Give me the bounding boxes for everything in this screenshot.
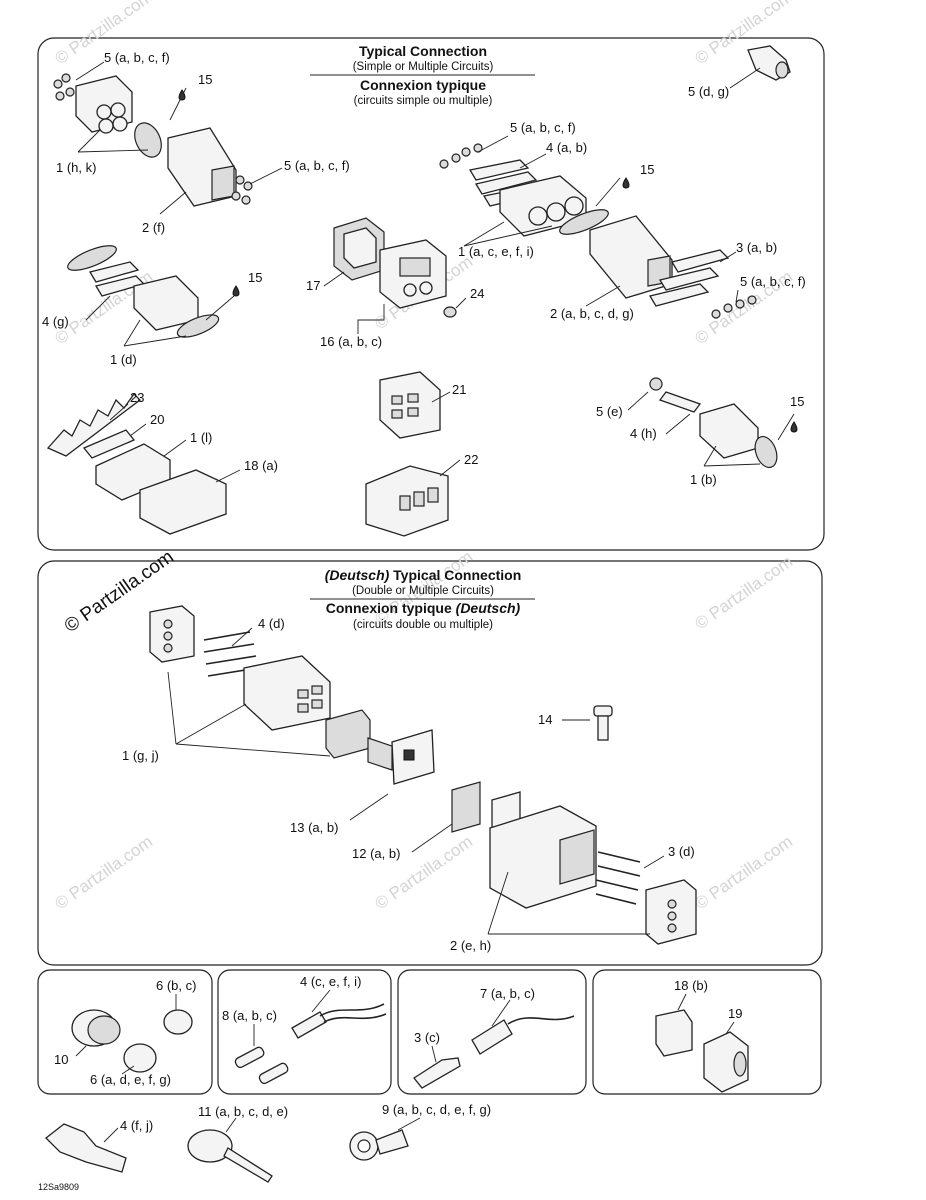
label-5-abcf-right: 5 (a, b, c, f) (510, 120, 576, 135)
label-1-gj: 1 (g, j) (122, 748, 159, 763)
label-24: 24 (470, 286, 484, 301)
label-3-c: 3 (c) (414, 1030, 440, 1045)
label-1-l: 1 (l) (190, 430, 212, 445)
mid-title-fr-brand: (Deutsch) (456, 600, 521, 616)
label-4-cefi: 4 (c, e, f, i) (300, 974, 361, 989)
label-4-ab: 4 (a, b) (546, 140, 587, 155)
label-15-c: 15 (248, 270, 262, 285)
deutsch-connector-1gj (149, 605, 371, 759)
bottom-panel-caps (37, 969, 213, 1095)
connector-16-17 (333, 217, 457, 318)
label-2-eh: 2 (e, h) (450, 938, 491, 953)
label-1-d: 1 (d) (110, 352, 137, 367)
label-18-b: 18 (b) (674, 978, 708, 993)
label-19: 19 (728, 1006, 742, 1021)
reference-code: 12Sa9809 (38, 1182, 79, 1192)
label-18-a: 18 (a) (244, 458, 278, 473)
label-4-fj: 4 (f, j) (120, 1118, 153, 1133)
label-2-f: 2 (f) (142, 220, 165, 235)
plug-14 (593, 705, 613, 741)
label-14: 14 (538, 712, 552, 727)
label-23: 23 (130, 390, 144, 405)
label-15-d: 15 (790, 394, 804, 409)
label-11-abcde: 11 (a, b, c, d, e) (198, 1104, 288, 1119)
bottom-panel-boots (592, 969, 822, 1095)
label-16-abc: 16 (a, b, c) (320, 334, 382, 349)
terminal-4fj (45, 1123, 127, 1173)
boots-group (655, 1009, 749, 1093)
label-15-a: 15 (198, 72, 212, 87)
label-15-b: 15 (640, 162, 654, 177)
label-10: 10 (54, 1052, 68, 1067)
drop-icon (790, 421, 798, 433)
label-7-abc: 7 (a, b, c) (480, 986, 535, 1001)
deutsch-connector-2eh (451, 781, 697, 945)
label-20: 20 (150, 412, 164, 427)
connector-21 (379, 371, 441, 439)
caps-group (71, 1009, 193, 1073)
sleeves-group (234, 1003, 387, 1085)
connector-group-hk (53, 73, 253, 207)
top-subtitle-fr: (circuits simple ou multiple) (354, 95, 493, 107)
wedge-13ab (367, 729, 435, 785)
mid-title-en: (Deutsch) Typical Connection (325, 567, 522, 583)
label-1-aceif: 1 (a, c, e, f, i) (458, 244, 534, 259)
mid-title-en-brand: (Deutsch) (325, 567, 390, 583)
mid-title-fr: Connexion typique (Deutsch) (326, 600, 521, 616)
label-22: 22 (464, 452, 478, 467)
label-4-g: 4 (g) (42, 314, 69, 329)
drop-icon (178, 89, 186, 101)
label-9-abcdefg: 9 (a, b, c, d, e, f, g) (382, 1102, 491, 1117)
drop-icon (232, 285, 240, 297)
label-8-abc: 8 (a, b, c) (222, 1008, 277, 1023)
label-3-d: 3 (d) (668, 844, 695, 859)
cable-tie-11 (187, 1129, 273, 1183)
sensor-group (413, 1015, 575, 1089)
top-subtitle-en: (Simple or Multiple Circuits) (353, 61, 494, 73)
top-title-fr: Connexion typique (360, 77, 486, 93)
label-21: 21 (452, 382, 466, 397)
label-6-adefg: 6 (a, d, e, f, g) (90, 1072, 171, 1087)
label-5-e: 5 (e) (596, 404, 623, 419)
connector-group-l (46, 392, 227, 535)
label-1-b: 1 (b) (690, 472, 717, 487)
label-3-ab: 3 (a, b) (736, 240, 777, 255)
label-5-abcf-mid: 5 (a, b, c, f) (284, 158, 350, 173)
label-12-ab: 12 (a, b) (352, 846, 400, 861)
top-title-en: Typical Connection (359, 43, 487, 59)
ring-terminal-9 (349, 1129, 409, 1161)
connector-group-b (649, 377, 778, 469)
connector-22 (365, 465, 449, 537)
label-4-d: 4 (d) (258, 616, 285, 631)
label-1-hk: 1 (h, k) (56, 160, 96, 175)
mid-title-en-text: Typical Connection (389, 567, 521, 583)
label-4-h: 4 (h) (630, 426, 657, 441)
label-17: 17 (306, 278, 320, 293)
mid-title-fr-text: Connexion typique (326, 600, 456, 616)
label-5-abcf-top: 5 (a, b, c, f) (104, 50, 170, 65)
label-5-dg: 5 (d, g) (688, 84, 729, 99)
plug-5dg (747, 45, 791, 81)
label-13-ab: 13 (a, b) (290, 820, 338, 835)
drop-icon (622, 177, 630, 189)
mid-subtitle-fr: (circuits double ou multiple) (353, 619, 493, 631)
label-2-abcdg: 2 (a, b, c, d, g) (550, 306, 634, 321)
label-5-abcf-rr: 5 (a, b, c, f) (740, 274, 806, 289)
mid-subtitle-en: (Double or Multiple Circuits) (352, 585, 494, 597)
connector-group-aceif (439, 143, 757, 319)
connector-group-d (67, 245, 220, 338)
label-6-bc: 6 (b, c) (156, 978, 196, 993)
